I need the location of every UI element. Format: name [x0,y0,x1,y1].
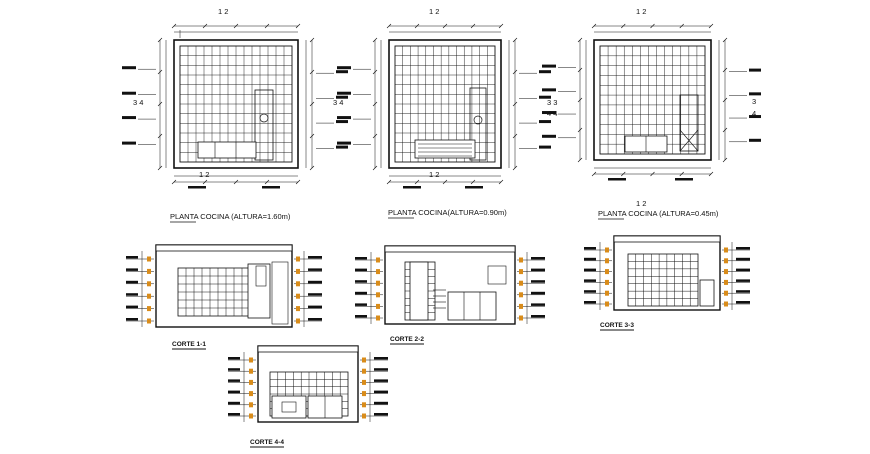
section-1-cabinet [247,263,271,319]
plan-2-annotation-leaders [337,66,551,189]
plan-1-axis-left: 3 4 [133,98,143,107]
plan-3-axis-bottom: 1 2 [636,199,646,208]
section-4-level-tags [228,352,256,422]
plan-1-axis-bottom: 1 2 [199,170,209,179]
plan-3-axis-right: 3 4 [752,97,756,118]
section-4: CORTE 4-4 [228,345,388,448]
section-1-wall-tiles [177,267,251,317]
section-1-level-tags [126,251,154,327]
section-2-base-cabinets [447,291,497,321]
section-3-title: CORTE 3-3 [600,322,634,329]
section-2-level-tags [355,252,383,324]
section-1-title: CORTE 1-1 [172,341,206,348]
plan-2-axis-bottom: 1 2 [429,170,439,179]
plan-3-annotation-leaders [542,64,761,181]
plan-2-dimension-lines [372,23,518,185]
plan-1-side-counter [254,89,274,161]
svg-text:4: 4 [752,109,756,118]
section-2-title: CORTE 2-2 [390,336,424,343]
plan-2-title: PLANTA COCINA(ALTURA=0.90m) [388,208,507,217]
plan-2-axis-top: 1 2 [429,7,439,16]
plan-1-axis-right: 3 4 [333,98,343,107]
svg-text:3: 3 [752,97,756,106]
section-2-tall-unit [409,261,429,321]
section-1-right-tags [294,251,322,327]
section-3: CORTE 3-3 [584,235,750,331]
plan-3: 1 2 1 2 3 4 PLANTA COCINA (ALTURA=0.45m) [542,7,761,220]
plan-1-title: PLANTA COCINA (ALTURA=1.60m) [170,212,291,221]
plan-1-axis-top: 1 2 [218,7,228,16]
plan-2: 1 2 1 2 3 3 4 4 PLANTA COCINA(ALTURA=0.9… [337,7,557,219]
section-2: CORTE 2-2 [355,245,545,345]
section-4-base-cabinet [271,395,307,419]
section-3-right-tags [722,242,750,310]
section-1-outline [155,244,293,328]
plan-1-sink-icon [259,113,269,123]
plan-2-side-counter [469,87,487,161]
section-4-title: CORTE 4-4 [250,439,284,446]
plan-2-axis-right: 3 3 4 4 [547,98,557,118]
plan-2-counter [414,139,476,159]
section-3-wall-tiles [627,253,699,307]
plan-1: 1 2 1 2 3 4 3 4 PLANTA COCINA (ALTURA=1.… [122,7,348,223]
svg-text:3 3: 3 3 [547,98,557,107]
plan-3-dimension-lines [577,23,728,177]
plan-3-side-counter [679,94,699,152]
plan-1-annotation-leaders [122,66,348,189]
plan-3-axis-top: 1 2 [636,7,646,16]
section-3-cabinet [699,279,715,307]
plan-1-dimension-lines [157,23,315,185]
section-4-right-tags [360,352,388,422]
plan-2-counter-hatch [418,143,472,157]
section-2-right-tags [517,252,545,324]
plan-2-sink-icon [473,115,483,125]
plan-1-counter [197,141,257,159]
plan-3-title: PLANTA COCINA (ALTURA=0.45m) [598,209,719,218]
section-3-level-tags [584,242,612,310]
section-1: CORTE 1-1 [126,244,322,350]
